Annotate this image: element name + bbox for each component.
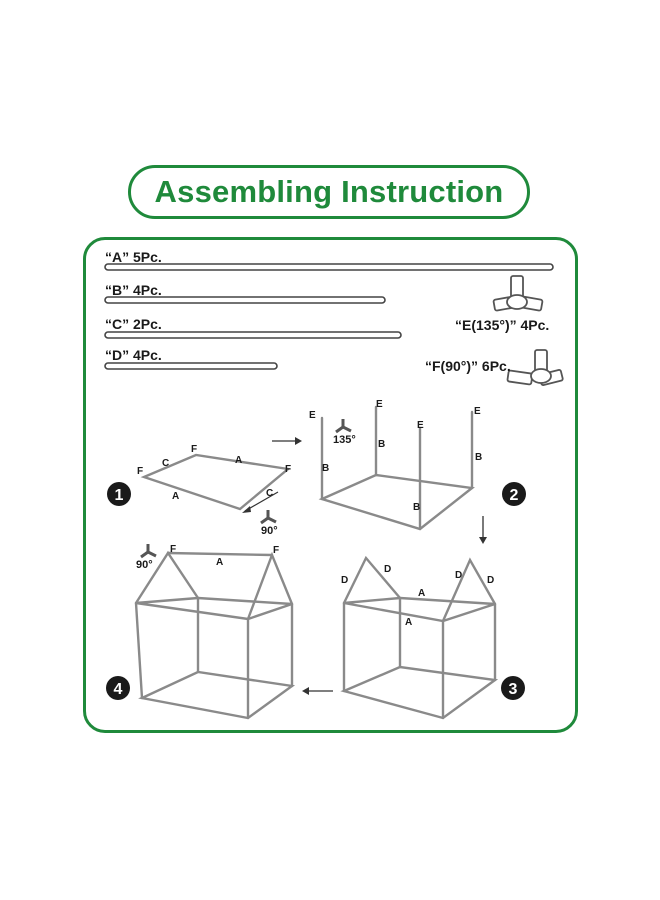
connector-e-icon [492, 275, 544, 312]
step-4-diagram: F F A 90° 4 [106, 544, 296, 720]
pipe-d [104, 362, 278, 370]
step-badge [106, 676, 130, 700]
arrow-right-icon [272, 437, 302, 445]
label-d: D [487, 575, 494, 586]
label-b: B [413, 502, 420, 513]
part-f-label: “F(90°)” 6Pc. [425, 358, 511, 374]
label-a: A [405, 617, 412, 628]
part-c-label: “C” 2Pc. [105, 316, 162, 332]
label-b: B [322, 463, 329, 474]
part-a-label: “A” 5Pc. [105, 249, 162, 265]
step-3-diagram: D D D D A A 3 [340, 555, 525, 720]
label-c: C [266, 488, 273, 499]
step-3-number: 3 [509, 681, 518, 698]
label-b: B [475, 452, 482, 463]
label-c: C [162, 458, 169, 469]
angle-90-label: 90° [136, 559, 153, 571]
part-d-label: “D” 4Pc. [105, 347, 162, 363]
label-a: A [216, 557, 223, 568]
label-a: A [172, 491, 179, 502]
label-f: F [137, 466, 143, 477]
step-badge [107, 482, 131, 506]
label-a: A [235, 455, 242, 466]
label-d: D [341, 575, 348, 586]
step-1-number: 1 [115, 487, 124, 504]
step-2-number: 2 [510, 487, 519, 504]
connector-f-small-icon [260, 510, 277, 525]
step-4-number: 4 [114, 681, 123, 698]
step-badge [501, 676, 525, 700]
label-e: E [417, 420, 424, 431]
pipe-c [104, 331, 402, 339]
connector-f-icon [506, 349, 564, 386]
connector-f-small-icon [140, 544, 157, 559]
label-e: E [376, 399, 383, 410]
page-title: Assembling Instruction [154, 174, 504, 209]
pipe-a [104, 263, 554, 271]
instruction-frame [83, 237, 578, 733]
part-e-label: “E(135°)” 4Pc. [455, 317, 549, 333]
label-e: E [474, 406, 481, 417]
label-f: F [285, 464, 291, 475]
label-a: A [418, 588, 425, 599]
angle-90-label: 90° [261, 525, 278, 537]
label-d: D [384, 564, 391, 575]
part-b-label: “B” 4Pc. [105, 282, 162, 298]
title-box: Assembling Instruction [128, 165, 530, 219]
step-badge [502, 482, 526, 506]
arrow-left-icon [302, 687, 333, 695]
step-1-diagram: F F F C A A C 90° 1 [107, 444, 291, 537]
label-f: F [170, 544, 176, 555]
arrow-down-icon [479, 516, 487, 544]
pipe-b [104, 296, 386, 304]
label-f: F [273, 545, 279, 556]
label-b: B [378, 439, 385, 450]
label-d: D [455, 570, 462, 581]
angle-135-label: 135° [333, 434, 356, 446]
step-2-diagram: E E E E B B B B 135° 2 [309, 399, 526, 531]
connector-e-small-icon [335, 419, 352, 434]
label-e: E [309, 410, 316, 421]
label-f: F [191, 444, 197, 455]
